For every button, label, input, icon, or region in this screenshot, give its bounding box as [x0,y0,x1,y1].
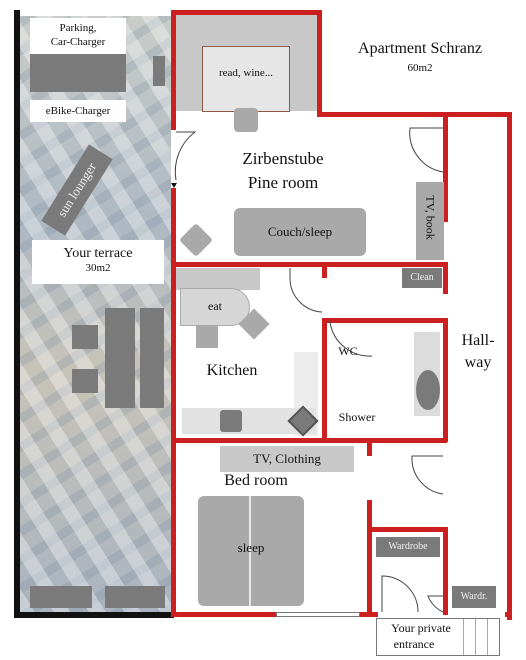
door-entrance [381,575,419,613]
wc-label: WC [338,344,358,358]
car-charger [153,56,165,86]
wall-wardrobe-east [443,527,448,615]
wardrobe: Wardrobe [376,537,440,557]
door-terrace-pine [174,131,197,181]
terrace-planter [30,586,92,608]
bed [198,496,304,606]
wall-hallway-upper [443,112,448,222]
door-bedroom [411,455,444,495]
chair [196,326,218,348]
wall-hallway [443,262,448,294]
parking-label: Parking, Car-Charger [30,18,126,55]
bed-divider [249,496,251,606]
apartment-title: Apartment Schranz [358,40,482,57]
door-kitchen [289,268,323,313]
step-line [475,619,476,655]
wall-south [505,612,512,617]
step-line [487,619,488,655]
wall-bath-east [443,318,448,442]
wall-west [171,188,176,613]
terrace-area-label: 30m2 [85,262,111,274]
door-pine-hall [409,127,444,173]
ebike-charger-label: eBike-Charger [30,100,126,122]
wall-bath-south [171,438,447,443]
tv-clothing-cabinet: TV, Clothing [220,446,354,472]
terrace-planter [105,586,165,608]
tv-book-shelf: TV, book [416,182,444,260]
eat-table: eat [180,288,250,326]
terrace-label-box: Your terrace 30m2 [32,240,164,284]
terrace-chair [72,369,98,393]
wardrobe-small: Wardr. [452,586,496,608]
wall-south [171,612,276,617]
wall-pine-kitchen [171,262,447,267]
read-wine-area: read, wine... [202,46,290,112]
terrace-chair [72,325,98,349]
stove [220,410,242,432]
terrace-title: Your terrace [63,246,133,261]
hallway-label-1: Hall- [461,332,495,349]
entrance-label-2: entrance [393,637,435,651]
step-line [463,619,464,655]
terrace-wall-left [14,10,20,618]
couch: Couch/sleep [234,208,366,256]
wall-west [171,10,176,130]
toilet [416,370,440,410]
entrance-label-1: Your private [391,621,451,635]
wall-bath-north [322,318,447,323]
pine-room-label-en: Pine room [247,173,319,192]
wall-wardrobe [367,527,447,532]
bedroom-label: Bed room [224,472,288,489]
terrace-table [105,308,135,408]
kitchen-counter [176,268,260,290]
wall-bedroom-east [367,438,372,456]
wall-bedroom-east [367,500,372,615]
terrace-bench [140,308,164,408]
wall-kitchen-east [322,262,327,278]
kitchen-label: Kitchen [206,362,258,379]
wall-east [507,112,512,620]
window [276,612,360,617]
chair [234,108,258,132]
door-marker [171,183,177,188]
cleaning-cupboard: Clean [402,268,442,288]
door-wc [327,321,373,357]
wall-north [171,10,322,15]
door-wardrobe [427,595,444,613]
wall-north-step [317,10,322,116]
terrace-wall-bottom [14,612,174,618]
shower-label: Shower [338,410,376,424]
pine-room-label-de: Zirbenstube [242,149,324,168]
private-entrance[interactable]: Your private entrance [376,618,500,656]
apartment-area: 60m2 [407,62,433,74]
wall-north-east [317,112,512,117]
wall-kitchen-east [322,318,327,442]
hallway-label-2: way [464,354,492,371]
parking-spot [30,54,126,92]
sleep-label: sleep [237,540,265,555]
